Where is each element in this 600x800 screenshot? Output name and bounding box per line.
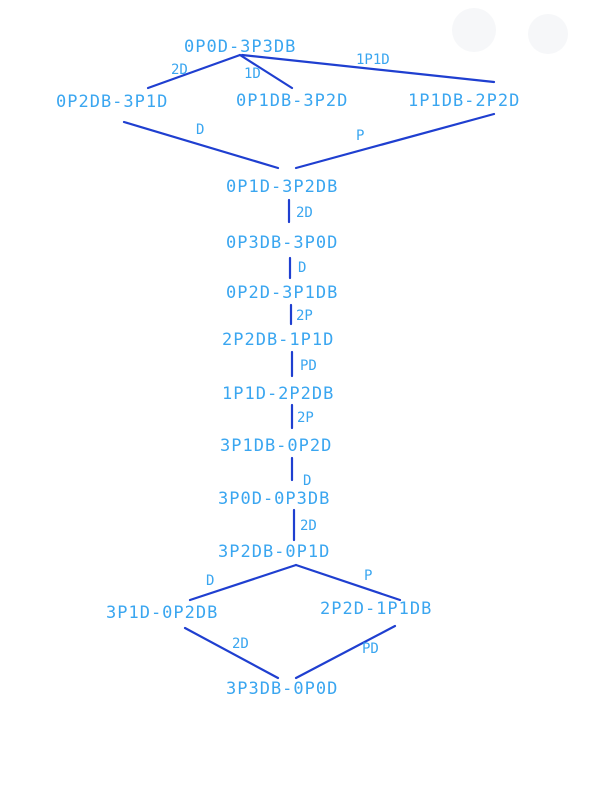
edge-label: D bbox=[206, 573, 214, 589]
state-node: 2P2D-1P1DB bbox=[320, 599, 432, 619]
edge-label: PD bbox=[362, 641, 379, 657]
state-node: 3P1D-0P2DB bbox=[106, 603, 218, 623]
edge-line bbox=[294, 624, 397, 680]
state-node: 3P2DB-0P1D bbox=[218, 542, 330, 562]
state-node: 1P1D-2P2DB bbox=[222, 384, 334, 404]
nodes: 0P0D-3P3DB 0P2DB-3P1D 0P1DB-3P2D 1P1DB-2… bbox=[56, 37, 520, 699]
edge-line bbox=[238, 53, 294, 90]
edge-label: 2P bbox=[296, 308, 313, 324]
edge-label: 2D bbox=[232, 636, 249, 652]
edge-label: 2P bbox=[297, 410, 314, 426]
edge-label: 2D bbox=[300, 518, 317, 534]
state-node: 2P2DB-1P1D bbox=[222, 330, 334, 350]
edge-label: 2D bbox=[296, 205, 313, 221]
edge-line bbox=[122, 120, 280, 170]
state-node: 0P1DB-3P2D bbox=[236, 91, 348, 111]
state-node: 3P1DB-0P2D bbox=[220, 436, 332, 456]
edge-label: D bbox=[196, 122, 204, 138]
edge-label: P bbox=[356, 128, 364, 144]
background-blob bbox=[452, 8, 496, 52]
state-node: 0P1D-3P2DB bbox=[226, 177, 338, 197]
edges bbox=[122, 53, 496, 680]
edge-labels: 2D 1D 1P1D D P 2D D 2P PD 2P D 2D D P 2D… bbox=[171, 52, 390, 657]
edge-line bbox=[294, 563, 402, 602]
edge-label: 2D bbox=[171, 62, 188, 78]
edge-line bbox=[183, 626, 280, 680]
edge-line bbox=[294, 112, 496, 170]
state-node: 3P3DB-0P0D bbox=[226, 679, 338, 699]
edge-line bbox=[146, 53, 242, 90]
state-node: 3P0D-0P3DB bbox=[218, 489, 330, 509]
state-node: 1P1DB-2P2D bbox=[408, 91, 520, 111]
state-node: 0P3DB-3P0D bbox=[226, 233, 338, 253]
state-node: 0P2DB-3P1D bbox=[56, 92, 168, 112]
edge-label: P bbox=[364, 568, 372, 584]
edge-label: 1D bbox=[244, 66, 261, 82]
state-node: 0P2D-3P1DB bbox=[226, 283, 338, 303]
edge-label: PD bbox=[300, 358, 317, 374]
edge-label: D bbox=[298, 260, 306, 276]
edge-line bbox=[240, 53, 496, 84]
edge-label: 1P1D bbox=[356, 52, 390, 68]
edge-label: D bbox=[303, 473, 311, 489]
state-node: 0P0D-3P3DB bbox=[184, 37, 296, 57]
background-blob bbox=[528, 14, 568, 54]
edge-line bbox=[188, 563, 298, 602]
